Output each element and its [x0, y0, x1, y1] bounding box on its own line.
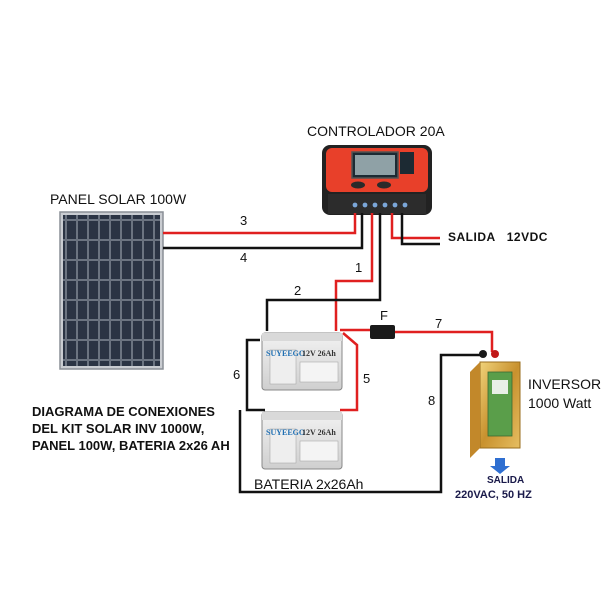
wire-5-series [340, 332, 359, 412]
wire-number-2: 2 [294, 283, 302, 298]
solar-panel [59, 211, 164, 370]
inverter [470, 350, 521, 458]
wire-6-negative [245, 338, 265, 412]
fuse [370, 325, 395, 339]
wire-number-7: 7 [435, 316, 443, 331]
wire-3-positive-panel [163, 213, 357, 235]
fuse-label: F [380, 308, 388, 323]
wire-4-negative-panel [163, 213, 364, 250]
diagram-title-line3: PANEL 100W, BATERIA 2x26 AH [32, 438, 230, 453]
battery-bottom [261, 411, 343, 470]
ac-output-arrow-icon [490, 458, 510, 474]
battery-top-brand: SUYEEGO [266, 349, 305, 358]
panel-label: PANEL SOLAR 100W [50, 191, 187, 207]
wire-number-1: 1 [355, 260, 363, 275]
ac-output-label-line2: 220VAC, 50 HZ [455, 489, 532, 501]
ac-output-label-line1: SALIDA [487, 475, 525, 486]
battery-bottom-spec: 12V 26Ah [302, 428, 336, 437]
diagram-title-line1: DIAGRAMA DE CONEXIONES [32, 404, 215, 419]
wire-number-6: 6 [233, 367, 241, 382]
wire-8-negative-inverter [238, 353, 480, 494]
diagram-title-line2: DEL KIT SOLAR INV 1000W, [32, 421, 205, 436]
battery-top-spec: 12V 26Ah [302, 349, 336, 358]
wire-2-negative-battery [265, 213, 382, 331]
battery-top [261, 332, 343, 391]
battery-bottom-brand: SUYEEGO [266, 428, 305, 437]
wire-number-8: 8 [428, 393, 436, 408]
wire-number-3: 3 [240, 213, 248, 228]
controller-label: CONTROLADOR 20A [307, 123, 445, 139]
wire-number-4: 4 [240, 250, 248, 265]
wire-1-positive-battery [334, 213, 374, 331]
battery-label: BATERIA 2x26Ah [254, 476, 364, 492]
inverter-label-line1: INVERSOR [528, 376, 602, 392]
wire-number-5: 5 [363, 371, 371, 386]
wire-7-positive-inverter [340, 328, 494, 352]
dc-output-label: SALIDA 12VDC [448, 230, 548, 244]
wire-12vdc-output [390, 213, 440, 246]
charge-controller [322, 145, 432, 215]
inverter-label-line2: 1000 Watt [528, 395, 592, 411]
